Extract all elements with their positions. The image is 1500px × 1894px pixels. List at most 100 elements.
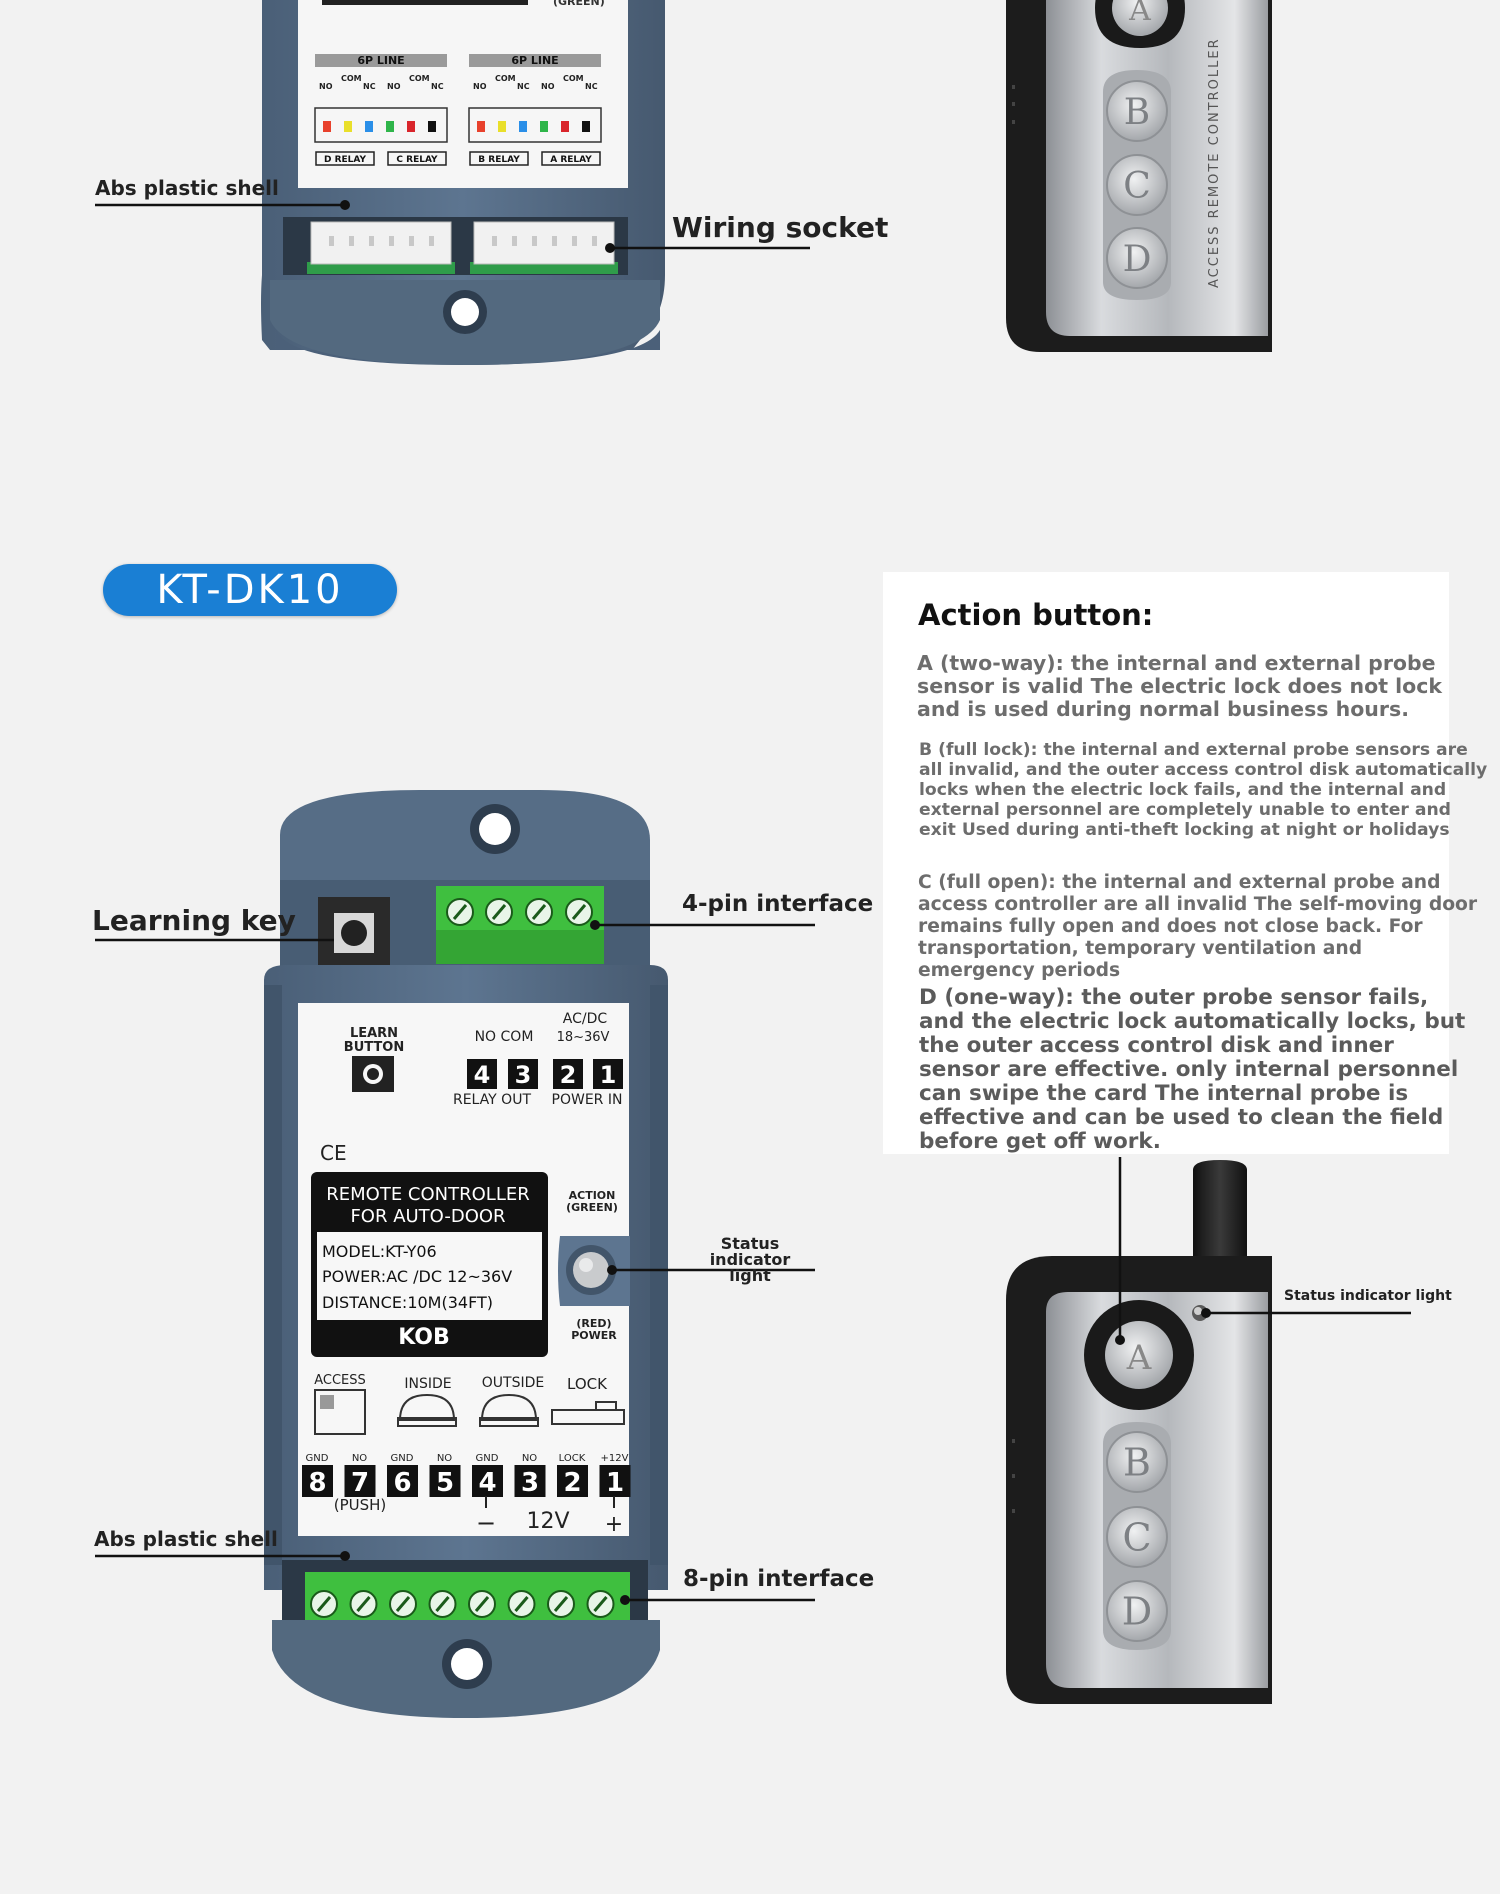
socket-pin (592, 236, 597, 246)
terminal-box (557, 1465, 588, 1497)
remote-button-label: C (1122, 1516, 1151, 1560)
screw-slot (316, 1596, 332, 1612)
terminal-box (514, 1465, 546, 1497)
wire-color-mark (365, 121, 373, 132)
six-p-line-left: 6P LINE (315, 54, 447, 67)
svg-text:6P LINE: 6P LINE (357, 54, 404, 67)
top-pin-label: NC (585, 82, 598, 91)
wire-color-mark (519, 121, 527, 132)
pin-label: NO (437, 1453, 452, 1464)
wire-color-mark (386, 121, 394, 132)
svg-text:6P LINE: 6P LINE (511, 54, 558, 67)
terminal-number: 2 (563, 1468, 581, 1498)
learning-key[interactable] (341, 920, 367, 946)
top-remote: A BCD ACCESS REMOTE CONTROLLER (1006, 0, 1272, 352)
remote-button-c (1106, 154, 1168, 216)
acdc-label: AC/DC (563, 1011, 608, 1027)
action-a-description: A (two-way): the internal and external p… (917, 651, 1443, 721)
label-model: MODEL:KT-Y06 (322, 1242, 437, 1261)
wire-color-mark (323, 121, 331, 132)
callout-learning-key: Learning key (92, 904, 296, 937)
terminal-box (344, 1465, 376, 1497)
remote-button-label: B (1124, 92, 1150, 133)
terminal-number: 5 (436, 1468, 454, 1498)
terminal-box (553, 1059, 583, 1089)
pin-label: NO (522, 1453, 537, 1464)
callout-top-abs-shell: Abs plastic shell (95, 176, 279, 200)
socket-pin (429, 236, 434, 246)
top-pin-label: NC (517, 82, 530, 91)
callout-status-indicator: Status indicator light (709, 1234, 791, 1285)
top-pin-label: NC (363, 82, 376, 91)
wire-color-mark (477, 121, 485, 132)
action-button-panel: Action button: A (two-way): the internal… (883, 572, 1487, 1154)
top-pin-label: NO (541, 82, 555, 91)
wiring-socket-left (310, 221, 452, 265)
terminal-number: 7 (351, 1468, 369, 1498)
screw-slot (395, 1596, 411, 1612)
top-pin-label: NC (431, 82, 444, 91)
red-power-label: (RED)POWER (571, 1317, 617, 1342)
screw-slot (452, 904, 468, 920)
socket-pin (349, 236, 354, 246)
wire-color-mark (561, 121, 569, 132)
svg-text:B RELAY: B RELAY (478, 155, 520, 165)
screw-slot (553, 1596, 569, 1612)
screw-slot (435, 1596, 450, 1612)
action-c-description: C (full open): the internal and external… (918, 872, 1478, 981)
lock-label: LOCK (567, 1375, 608, 1393)
outside-sensor-icon (479, 1393, 539, 1427)
pin-label: GND (391, 1453, 414, 1464)
terminal-number: 4 (478, 1468, 496, 1498)
remote-button-label: B (1123, 1441, 1151, 1485)
remote-button-b (1106, 1431, 1168, 1493)
top-pin-label: NO (387, 82, 401, 91)
bottom-remote: A BCD (1006, 1160, 1272, 1704)
socket-pin (532, 236, 537, 246)
socket-pin (369, 236, 374, 246)
wire-color-mark (344, 121, 352, 132)
wire-color-mark (498, 121, 506, 132)
pin-label: GND (306, 1453, 329, 1464)
socket-pin (329, 236, 334, 246)
screw-slot (491, 904, 507, 920)
remote-button-a: A (1126, 1338, 1152, 1378)
relay-out-label: RELAY OUT (453, 1092, 531, 1108)
terminal-number: 1 (606, 1468, 624, 1498)
top-pin-label: COM (563, 74, 584, 83)
inside-label: INSIDE (404, 1376, 451, 1392)
remote-button-label: D (1122, 1590, 1152, 1634)
wiring-socket-right (473, 221, 615, 265)
access-label: ACCESS (314, 1373, 366, 1388)
pin-label: +12V (601, 1453, 629, 1464)
action-panel-title: Action button: (918, 598, 1154, 632)
push-label: (PUSH) (334, 1496, 387, 1514)
screw-slot (514, 1596, 529, 1612)
svg-text:A RELAY: A RELAY (550, 155, 592, 165)
label-title-line1: REMOTE CONTROLLER (326, 1184, 529, 1205)
remote-button-d (1106, 227, 1168, 289)
top-green-fragment: (GREEN) (553, 0, 605, 8)
screw-slot (593, 1596, 608, 1612)
socket-pin (572, 236, 577, 246)
terminal-number: 1 (600, 1061, 617, 1089)
label-power: POWER:AC /DC 12~36V (322, 1267, 512, 1286)
svg-text:C RELAY: C RELAY (396, 155, 438, 165)
model-badge: KT-DK10 (103, 564, 397, 616)
screw-slot (571, 904, 587, 920)
no-com-label: NO COM (475, 1029, 534, 1045)
outside-label: OUTSIDE (482, 1375, 544, 1391)
top-remote-side-text: ACCESS REMOTE CONTROLLER (1207, 37, 1222, 288)
pin-label: LOCK (559, 1453, 586, 1464)
remote-button-d (1106, 1580, 1168, 1642)
wire-color-mark (407, 121, 415, 132)
pin-label: GND (476, 1453, 499, 1464)
terminal-box (467, 1059, 497, 1089)
plus-label: + (605, 1512, 623, 1537)
action-d-description: D (one-way): the outer probe sensor fail… (919, 985, 1466, 1154)
voltage-label: 18~36V (557, 1030, 610, 1045)
